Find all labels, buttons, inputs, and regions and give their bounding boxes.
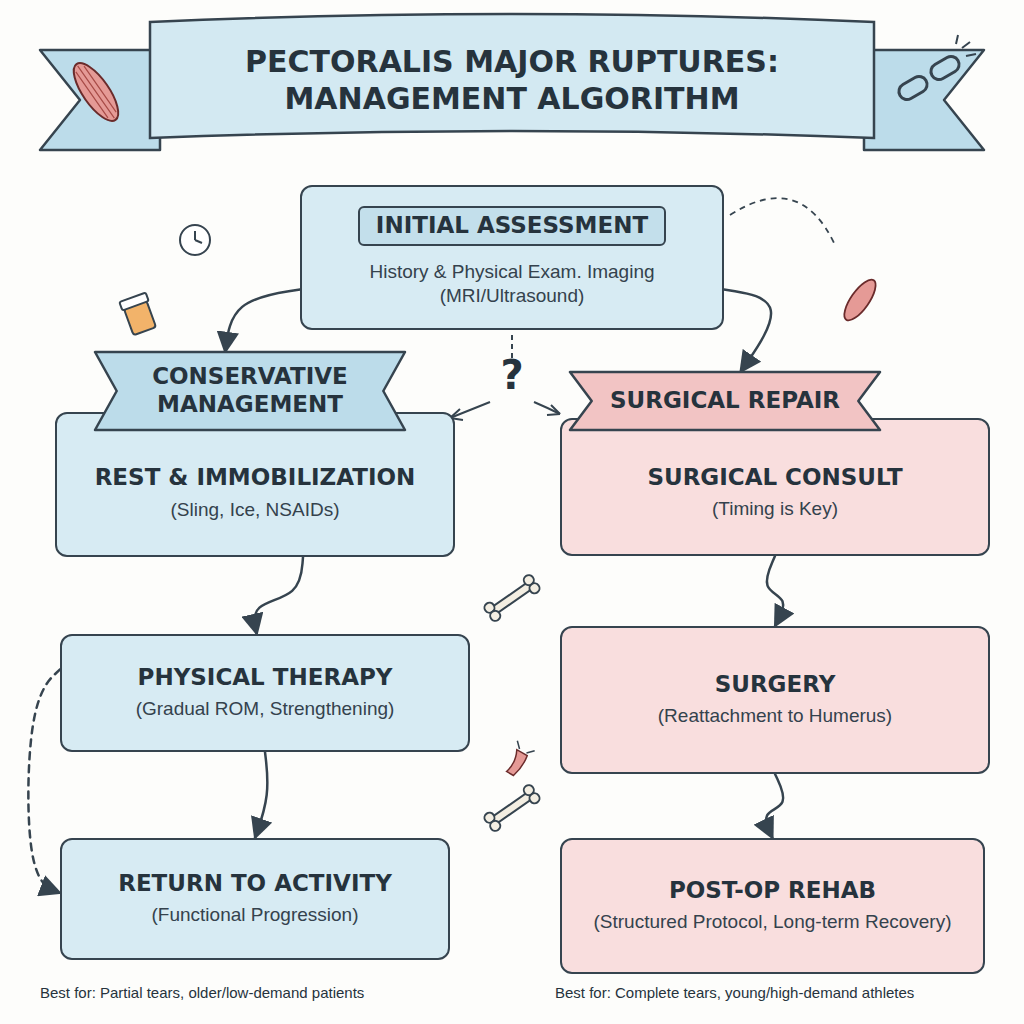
node-body: History & Physical Exam. Imaging (MRI/Ul… bbox=[322, 260, 702, 309]
process-box: SURGICAL CONSULT (Timing is Key) bbox=[560, 418, 990, 556]
node-body: (Sling, Ice, NSAIDs) bbox=[171, 498, 340, 523]
chain-icon bbox=[896, 35, 976, 102]
process-box: POST-OP REHAB (Structured Protocol, Long-… bbox=[560, 838, 985, 974]
clock-icon bbox=[180, 225, 210, 255]
node-heading: PHYSICAL THERAPY bbox=[138, 664, 393, 692]
process-box: SURGERY (Reattachment to Humerus) bbox=[560, 626, 990, 774]
process-box: REST & IMMOBILIZATION (Sling, Ice, NSAIDs… bbox=[55, 412, 455, 557]
dashed-curve bbox=[730, 198, 835, 245]
muscle-icon bbox=[66, 57, 126, 128]
flow-arrow bbox=[767, 556, 783, 626]
node-body: (Reattachment to Humerus) bbox=[658, 704, 892, 729]
flow-arrow bbox=[225, 289, 300, 352]
note-text: Best for: Complete tears, young/high-dem… bbox=[555, 984, 1015, 1001]
node-body: (Structured Protocol, Long-term Recovery… bbox=[594, 910, 952, 935]
flow-arrow bbox=[724, 289, 771, 372]
bone-icon bbox=[483, 783, 542, 833]
node-heading: SURGICAL CONSULT bbox=[647, 464, 902, 492]
node-heading: POST-OP REHAB bbox=[669, 877, 876, 905]
flow-arrow bbox=[28, 669, 60, 893]
flow-arrow bbox=[255, 752, 267, 838]
node-body: (Functional Progression) bbox=[152, 903, 359, 928]
node-heading: CONSERVATIVE MANAGEMENT bbox=[129, 363, 371, 418]
node-heading: SURGICAL REPAIR bbox=[610, 387, 840, 415]
node-body: (Gradual ROM, Strengthening) bbox=[136, 697, 395, 722]
pill-bottle-icon bbox=[119, 293, 158, 336]
process-box: RETURN TO ACTIVITY (Functional Progressio… bbox=[60, 838, 450, 960]
node-heading: REST & IMMOBILIZATION bbox=[95, 464, 416, 492]
node-heading: RETURN TO ACTIVITY bbox=[118, 870, 392, 898]
assessment-box: INITIAL ASSESSMENT History & Physical Exa… bbox=[300, 185, 724, 330]
node-heading: INITIAL ASSESSMENT bbox=[358, 206, 666, 246]
title-text: PECTORALIS MAJOR RUPTURES: MANAGEMENT AL… bbox=[180, 28, 844, 132]
branch-banner: CONSERVATIVE MANAGEMENT bbox=[95, 352, 405, 430]
node-heading: SURGERY bbox=[715, 671, 836, 699]
note-text: Best for: Partial tears, older/low-deman… bbox=[40, 984, 500, 1001]
flow-arrow bbox=[254, 557, 303, 634]
muscle-icon bbox=[839, 275, 881, 325]
title-ribbon bbox=[40, 14, 984, 150]
branch-banner: SURGICAL REPAIR bbox=[570, 372, 880, 430]
decision-arrows bbox=[450, 335, 560, 420]
bone-icon bbox=[483, 573, 542, 623]
node-body: (Timing is Key) bbox=[712, 497, 838, 522]
torn-muscle-icon bbox=[501, 741, 534, 779]
process-box: PHYSICAL THERAPY (Gradual ROM, Strengthen… bbox=[60, 634, 470, 752]
flow-arrow bbox=[766, 774, 783, 838]
decision-mark: ? bbox=[488, 352, 536, 398]
